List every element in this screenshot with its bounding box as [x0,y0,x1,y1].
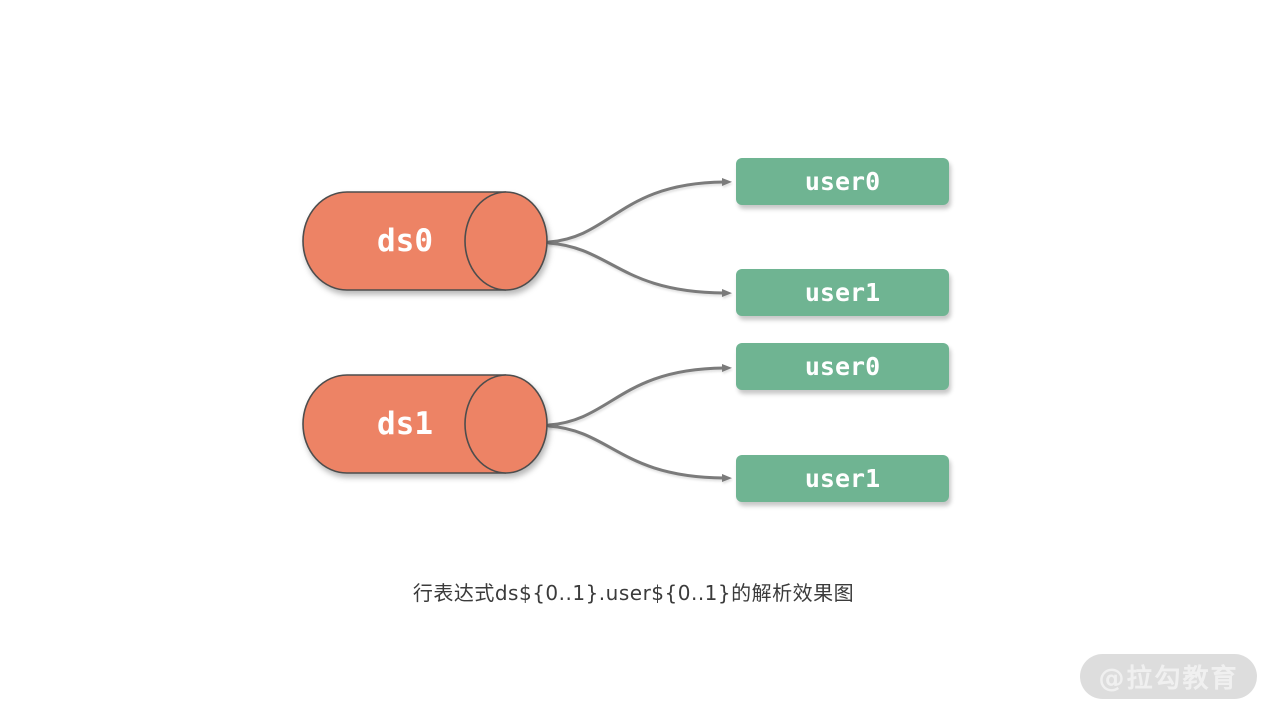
cylinder-face [464,191,548,291]
cylinder-body [302,191,506,291]
table-box-ds0-user1: user1 [736,269,949,316]
table-label: user0 [804,167,881,196]
table-box-ds0-user0: user0 [736,158,949,205]
arrow-ds1-user0 [547,364,732,427]
cylinder-face [464,374,548,474]
cylinder-body [302,374,506,474]
arrow-ds0-user0 [547,178,732,244]
cylinder-ds1 [302,374,548,474]
table-label: user0 [804,352,881,381]
cylinder-ds0 [302,191,548,291]
table-box-ds1-user0: user0 [736,343,949,390]
arrow-ds1-user1 [547,424,732,482]
diagram-caption: 行表达式ds${0..1}.user${0..1}的解析效果图 [412,581,855,605]
table-box-ds1-user1: user1 [736,455,949,502]
table-label: user1 [804,464,881,493]
arrow-group [547,178,732,482]
table-label: user1 [804,278,881,307]
watermark-badge: @拉勾教育 [1080,654,1257,699]
arrow-ds0-user1 [547,241,732,297]
